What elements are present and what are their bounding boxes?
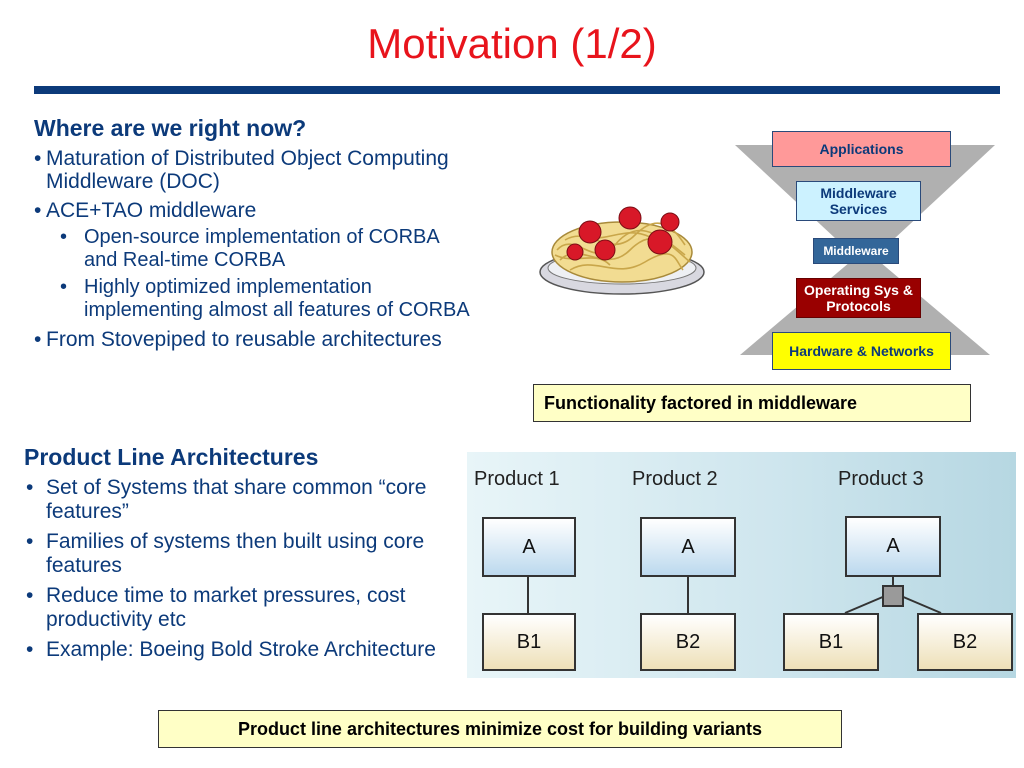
product-2-label: Product 2	[632, 468, 718, 490]
product-line-caption: Product line architectures minimize cost…	[158, 710, 842, 748]
product-3-component-a: A	[845, 516, 941, 577]
bullet-list: Maturation of Distributed Object Computi…	[34, 147, 474, 351]
layer-os-protocols: Operating Sys & Protocols	[796, 278, 921, 318]
product-1-component-a: A	[482, 517, 576, 577]
bullet-item: Example: Boeing Bold Stroke Architecture	[24, 638, 444, 662]
bullet-item: Reduce time to market pressures, cost pr…	[24, 584, 444, 632]
title-underline	[34, 86, 1000, 94]
bullet-list: Set of Systems that share common “core f…	[24, 476, 444, 662]
product-2-component-a: A	[640, 517, 736, 577]
sub-bullet-item: Open-source implementation of CORBA and …	[34, 226, 474, 272]
middleware-caption: Functionality factored in middleware	[533, 384, 971, 422]
sub-bullet-item: Highly optimized implementation implemen…	[34, 276, 474, 322]
bullet-item: Maturation of Distributed Object Computi…	[34, 147, 474, 193]
layer-applications: Applications	[772, 131, 951, 167]
slide-title: Motivation (1/2)	[367, 20, 657, 67]
product-1-label: Product 1	[474, 468, 560, 490]
bullet-item: ACE+TAO middleware	[34, 199, 474, 222]
layer-middleware: Middleware	[813, 238, 899, 264]
product-2-component-b2: B2	[640, 613, 736, 671]
section-where-are-we: Where are we right now? Maturation of Di…	[34, 115, 474, 351]
variation-point-node	[882, 585, 904, 607]
product-3-component-b1: B1	[783, 613, 879, 671]
spaghetti-plate-illustration	[539, 206, 705, 295]
product-3-label: Product 3	[838, 468, 924, 490]
section-heading: Where are we right now?	[34, 115, 307, 141]
section-heading: Product Line Architectures	[24, 444, 319, 470]
layer-hardware-networks: Hardware & Networks	[772, 332, 951, 370]
bullet-item: Families of systems then built using cor…	[24, 530, 444, 578]
product-line-diagram: Product 1 Product 2 Product 3 A B1 A B2 …	[467, 452, 1016, 678]
product-connectors	[527, 576, 942, 614]
layer-middleware-services: Middleware Services	[796, 181, 921, 221]
product-1-component-b1: B1	[482, 613, 576, 671]
bullet-item: Set of Systems that share common “core f…	[24, 476, 444, 524]
section-product-lines: Product Line Architectures Set of System…	[24, 444, 444, 662]
bullet-item: From Stovepiped to reusable architecture…	[34, 328, 474, 351]
product-3-component-b2: B2	[917, 613, 1013, 671]
